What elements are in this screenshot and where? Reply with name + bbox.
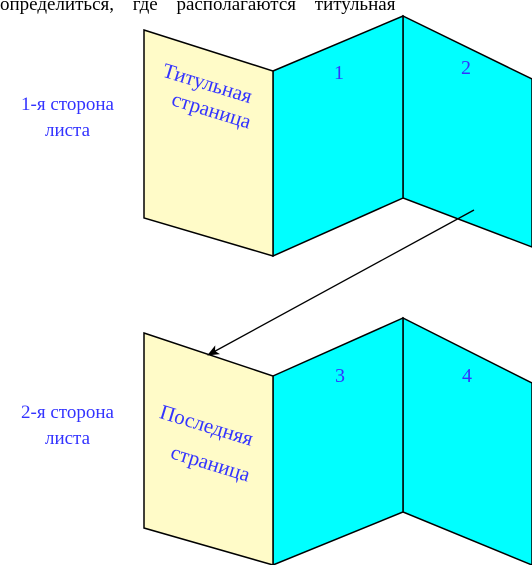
side-2-label-line1: 2-я сторона: [21, 402, 114, 423]
folded-sheet-side-2: Последняя страница 3 4: [143, 316, 532, 565]
folded-sheet-side-1: Титульная страница 1 2: [143, 14, 532, 258]
inner-page-2-panel: [402, 14, 532, 248]
side-1-label-line2: листа: [44, 120, 91, 141]
cover-panel-last: [143, 331, 274, 565]
side-2-label-line2: листа: [44, 428, 91, 449]
page-number-4: 4: [462, 365, 472, 387]
inner-page-1-panel: [272, 14, 404, 258]
page-number-1: 1: [334, 62, 344, 84]
paragraph-fragment: определиться, где располагаются титульна…: [0, 0, 396, 15]
page-number-2: 2: [461, 57, 471, 79]
inner-page-4-panel: [402, 316, 532, 565]
side-2-label: 2-я сторона листа: [0, 400, 135, 452]
flip-arrow: [207, 209, 475, 356]
cover-panel-title: [143, 28, 274, 258]
inner-page-3-panel: [272, 316, 404, 565]
side-1-label-line1: 1-я сторона: [21, 94, 114, 115]
page-number-3: 3: [335, 365, 345, 387]
side-1-label: 1-я сторона листа: [0, 92, 135, 144]
